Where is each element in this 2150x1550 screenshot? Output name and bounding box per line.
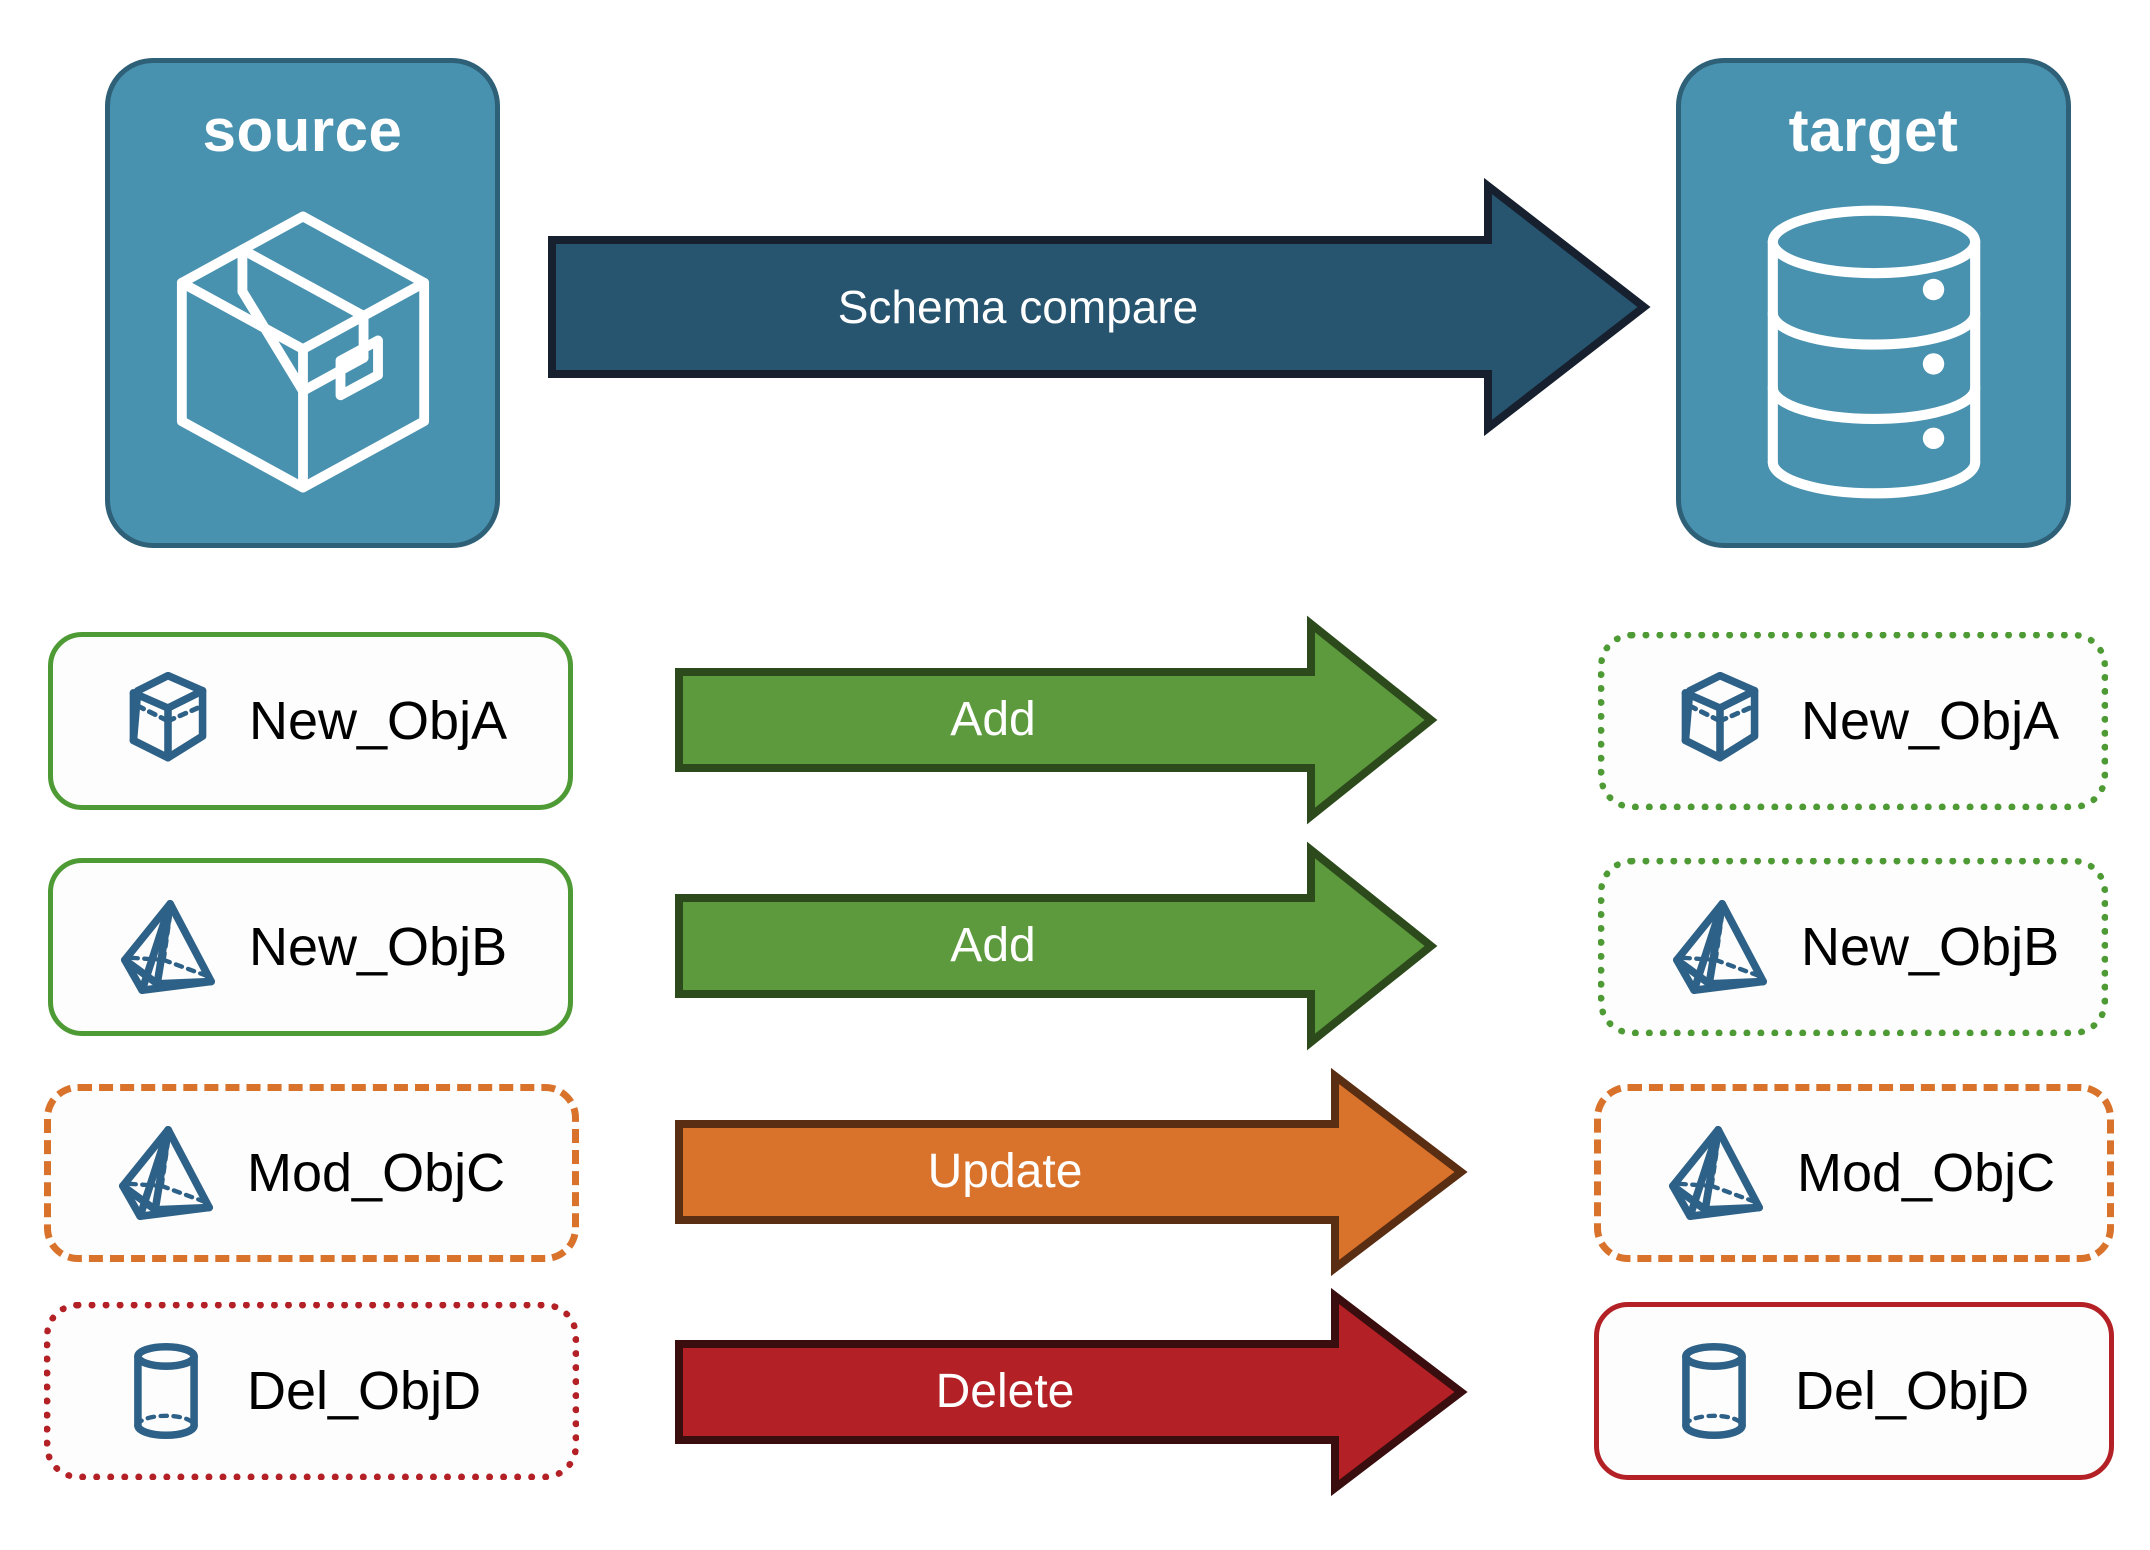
schema-compare-arrow[interactable]: Schema compare bbox=[548, 177, 1651, 437]
wireframe-cube-icon bbox=[113, 666, 223, 776]
target-object-label-3: Del_ObjD bbox=[1795, 1361, 2030, 1421]
source-endpoint-card[interactable]: source bbox=[105, 58, 500, 548]
source-title: source bbox=[202, 97, 403, 164]
action-arrow-0[interactable]: Add bbox=[675, 615, 1438, 825]
database-cylinder-icon bbox=[1681, 161, 2066, 543]
target-endpoint-card[interactable]: target bbox=[1676, 58, 2071, 548]
target-object-label-2: Mod_ObjC bbox=[1797, 1143, 2056, 1203]
target-object-box-2[interactable]: Mod_ObjC bbox=[1594, 1084, 2114, 1262]
wireframe-pyramid-icon bbox=[113, 892, 223, 1002]
package-box-icon bbox=[110, 161, 495, 543]
target-object-box-3[interactable]: Del_ObjD bbox=[1594, 1302, 2114, 1480]
wireframe-cube-icon bbox=[1665, 666, 1775, 776]
action-arrow-2[interactable]: Update bbox=[675, 1067, 1468, 1277]
source-object-label-0: New_ObjA bbox=[249, 691, 508, 751]
source-object-box-2[interactable]: Mod_ObjC bbox=[44, 1084, 579, 1262]
wireframe-pyramid-icon bbox=[111, 1118, 221, 1228]
target-object-box-0[interactable]: New_ObjA bbox=[1598, 632, 2108, 810]
action-arrow-3[interactable]: Delete bbox=[675, 1287, 1468, 1497]
action-arrow-1[interactable]: Add bbox=[675, 841, 1438, 1051]
wireframe-cylinder-icon bbox=[1659, 1336, 1769, 1446]
source-object-label-3: Del_ObjD bbox=[247, 1361, 482, 1421]
target-object-label-1: New_ObjB bbox=[1801, 917, 2060, 977]
target-object-box-1[interactable]: New_ObjB bbox=[1598, 858, 2108, 1036]
source-object-box-1[interactable]: New_ObjB bbox=[48, 858, 573, 1036]
wireframe-pyramid-icon bbox=[1665, 892, 1775, 1002]
target-object-label-0: New_ObjA bbox=[1801, 691, 2060, 751]
source-object-box-0[interactable]: New_ObjA bbox=[48, 632, 573, 810]
source-object-label-1: New_ObjB bbox=[249, 917, 508, 977]
target-title: target bbox=[1788, 97, 1959, 164]
source-object-box-3[interactable]: Del_ObjD bbox=[44, 1302, 579, 1480]
source-object-label-2: Mod_ObjC bbox=[247, 1143, 506, 1203]
wireframe-pyramid-icon bbox=[1661, 1118, 1771, 1228]
wireframe-cylinder-icon bbox=[111, 1336, 221, 1446]
